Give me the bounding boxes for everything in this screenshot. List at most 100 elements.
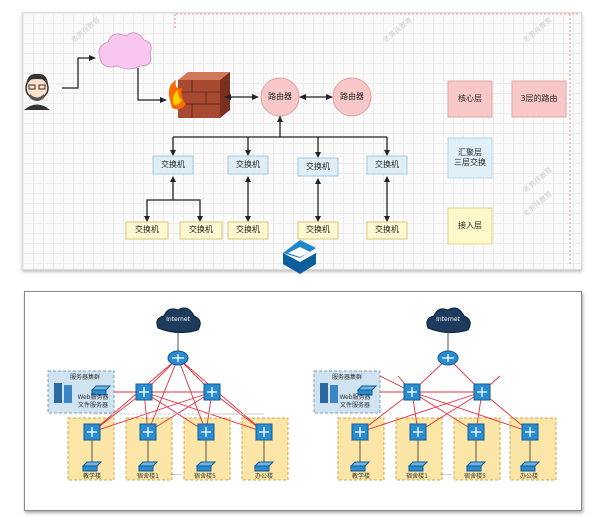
link-line (411, 391, 531, 433)
link-line (359, 391, 483, 433)
right-cloud-label: Internet (436, 316, 460, 323)
agg-switch-4 (366, 155, 408, 175)
right-server-switch (357, 389, 373, 396)
right-agg-switch-1-glyph (407, 387, 417, 397)
agg-switch-3 (297, 157, 339, 177)
brand-logo-icon (283, 240, 316, 274)
left-agg-switch-2-glyph (207, 387, 217, 397)
legend-agg-label-2: 三层交换 (454, 158, 486, 167)
access-switch-2 (179, 221, 223, 240)
left-access-switch-4 (254, 465, 270, 472)
left-access-switch-3-top (195, 461, 217, 467)
agg-switch-1 (152, 155, 194, 175)
right-access-switch-4-top (519, 461, 541, 467)
right-building-2-label: 宿舍楼1 (406, 473, 428, 480)
person-avatar-icon (24, 73, 50, 110)
right-building-1-label: 教学楼 (351, 473, 370, 480)
legend-l3-label: 3层的路由 (520, 94, 558, 103)
link-line (91, 391, 145, 433)
left-server-switch-top (90, 385, 112, 391)
left-access-switch-3 (196, 465, 212, 472)
link-line (143, 391, 265, 433)
left-access-switch-2-top (137, 461, 159, 467)
left-cloud-label: Internet (166, 316, 190, 323)
right-building-4-label: 办公楼 (519, 473, 538, 480)
left-access-switch-1 (82, 465, 98, 472)
legend-core-box (447, 80, 493, 118)
access-switch-2-label: 交换机 (189, 225, 213, 234)
right-server-line-1: Web服务器 (339, 394, 371, 401)
left-server-cluster-server-icon (64, 385, 72, 403)
right-access-switch-2 (408, 465, 424, 472)
left-access-switch-2 (138, 465, 154, 472)
agg-switch-3-label: 交换机 (306, 162, 330, 171)
link-line (411, 391, 477, 433)
right-server-cluster-server-icon (330, 385, 338, 403)
agg-switch-4-label: 交换机 (375, 160, 399, 169)
legend-core-label: 核心层 (458, 94, 482, 103)
access-switch-1-label: 交换机 (135, 225, 159, 234)
right-access-switch-2-top (407, 461, 429, 467)
right-building-3-label: 宿舍楼5 (464, 473, 486, 480)
right-server-line-2: 文件服务器 (339, 402, 370, 409)
link-line (147, 391, 213, 433)
right-internet-cloud (426, 307, 471, 334)
legend-access-box (447, 207, 493, 245)
right-server-cluster-server-icon (320, 383, 328, 403)
left-building-switch-3-glyph (201, 427, 211, 437)
right-agg-switch-2-glyph (477, 387, 487, 397)
right-ellipsis: …… (440, 470, 452, 477)
right-building-switch-3-glyph (471, 427, 481, 437)
link-line (147, 357, 179, 433)
link-line (177, 357, 265, 433)
firewall-icon (168, 72, 230, 118)
access-switch-3-label: 交换机 (236, 225, 260, 234)
right-access-switch-1-top (349, 461, 371, 467)
left-server-line-1: Web服务器 (77, 394, 109, 401)
left-server-switch (91, 389, 107, 396)
legend-l3-box (511, 80, 567, 118)
access-switch-5-label: 交换机 (375, 225, 399, 234)
agg-switch-2-label: 交换机 (236, 160, 260, 169)
right-building-switch-1-glyph (355, 427, 365, 437)
left-building-1-label: 教学楼 (82, 473, 101, 480)
left-building-switch-1-glyph (87, 427, 97, 437)
link-line (91, 357, 179, 433)
access-switch-1 (125, 221, 169, 240)
link-line (417, 391, 483, 433)
agg-switch-2 (227, 155, 269, 175)
left-server-cluster-server-icon (54, 383, 62, 403)
left-building-switch-2-glyph (143, 427, 153, 437)
link-line (143, 391, 207, 433)
right-core-router-glyph (442, 354, 454, 362)
router-2-label: 路由器 (340, 92, 364, 101)
top-diagram-canvas (24, 13, 578, 274)
router-1-label: 路由器 (268, 92, 292, 101)
right-access-switch-3 (466, 465, 482, 472)
link-line (91, 391, 213, 433)
legend-access-label: 接入层 (458, 221, 482, 230)
left-building-3-label: 宿舍楼5 (194, 473, 216, 480)
access-switch-4 (297, 221, 339, 240)
link-line (211, 391, 265, 433)
link-line (177, 357, 207, 433)
legend-agg-label-1: 汇聚层 (458, 148, 482, 157)
access-switch-5 (366, 221, 408, 240)
left-agg-switch-1-glyph (139, 387, 149, 397)
right-access-switch-1 (350, 465, 366, 472)
access-switch-4-label: 交换机 (306, 225, 330, 234)
agg-switch-1-label: 交换机 (161, 160, 185, 169)
right-access-switch-4 (520, 465, 536, 472)
left-access-switch-1-top (81, 461, 103, 467)
link-line (359, 391, 413, 433)
left-building-switch-4-glyph (259, 427, 269, 437)
cloud-shape (98, 32, 152, 70)
left-core-router-glyph (172, 354, 184, 362)
left-ellipsis: …… (170, 470, 182, 477)
left-building-2-label: 宿舍楼1 (137, 473, 159, 480)
access-switch-3 (227, 221, 269, 240)
left-server-line-2: 文件服务器 (77, 402, 108, 409)
left-server-box-label: 服务器集群 (69, 374, 100, 381)
right-server-box-label: 服务器集群 (331, 374, 362, 381)
